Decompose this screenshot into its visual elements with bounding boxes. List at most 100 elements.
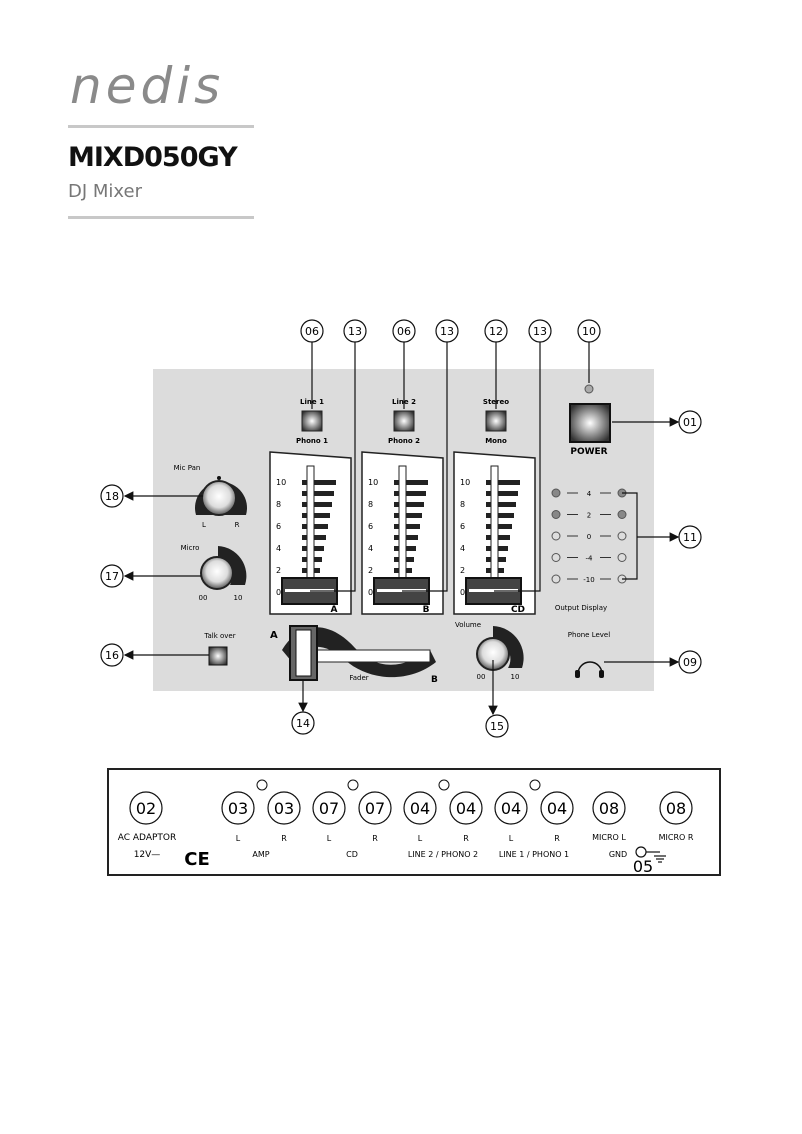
label-line2-phono2: LINE 2 / PHONO 2 [408,850,478,859]
level-bar [302,513,330,518]
led-left [551,510,561,519]
label-micro-l: MICRO L [592,833,626,842]
callout-06: 06 [300,319,324,343]
fader-track [398,465,407,585]
stereo-mono-button[interactable] [485,410,507,432]
led-level-label: 4 [587,490,592,498]
level-bar [394,524,420,529]
top-rule [68,125,254,128]
rear-jack-07: 07 [358,791,392,825]
product-subtitle: DJ Mixer [68,181,142,202]
callout-number: 10 [582,325,596,338]
scale-label: 8 [368,500,373,509]
callout-number: 16 [105,649,119,662]
label-gnd: GND [609,850,627,859]
label-line2-r: R [463,834,469,843]
channel-label: CD [511,605,525,615]
level-bar [302,480,336,485]
scale-label: 0 [368,588,373,597]
channel-1-button[interactable] [301,410,323,432]
scale-label: 8 [276,500,281,509]
callout-13: 13 [435,319,459,343]
led-level-label: -10 [583,576,594,584]
led-right [617,553,627,562]
rear-indicator [256,779,268,791]
scale-label: 10 [460,478,470,487]
level-bar [302,524,328,529]
channel-2-button[interactable] [393,410,415,432]
fader-knob-line [285,589,334,592]
callout-number: 02 [136,799,156,818]
led-right [617,510,627,519]
scale-label: 6 [368,522,373,531]
label-line1-l: L [509,834,514,843]
micro-knob[interactable] [200,556,234,590]
callout-number: 03 [274,799,294,818]
callout-number: 04 [547,799,567,818]
callout-number: 13 [348,325,362,338]
crossfader-track [299,649,431,663]
label-mono: Mono [485,437,507,445]
level-bar [486,524,512,529]
callout-18: 18 [100,484,124,508]
label-phono2: Phono 2 [388,437,420,445]
rear-jack-07: 07 [312,791,346,825]
ground-terminal-icon [635,846,666,863]
label-fader: Fader [349,674,368,682]
scale-label: 0 [460,588,465,597]
label-mic-pan-r: R [235,521,240,529]
callout-number: 08 [666,799,686,818]
callout-01: 01 [678,410,702,434]
callout-16: 16 [100,643,124,667]
callout-number: 13 [533,325,547,338]
callout-15: 15 [485,714,509,738]
mic-pan-knob[interactable] [201,480,237,516]
label-mic-pan: Mic Pan [174,464,201,472]
rear-indicator [347,779,359,791]
callout-13: 13 [343,319,367,343]
callout-13: 13 [528,319,552,343]
rear-jack-08: 08 [592,791,626,825]
callout-10: 10 [577,319,601,343]
callout-number: 05 [633,857,653,876]
level-bar [302,491,334,496]
fader-track [306,465,315,585]
channel-label: A [331,605,338,615]
label-amp: AMP [252,850,269,859]
talk-over-button[interactable] [208,646,228,666]
scale-label: 2 [460,566,465,575]
power-button[interactable] [569,403,611,443]
callout-number: 12 [489,325,503,338]
label-ac-adaptor: AC ADAPTOR [118,833,177,843]
scale-label: 4 [460,544,465,553]
scale-label: 10 [368,478,378,487]
led-level-label: -4 [586,555,594,563]
led-left [551,488,561,498]
label-line1-r: R [554,834,560,843]
label-volume: Volume [455,621,481,629]
output-led-row: -4 [551,553,627,563]
fader-track [490,465,499,585]
callout-number: 06 [305,325,319,338]
label-micro-r: MICRO R [659,833,694,842]
callout-number: 04 [410,799,430,818]
label-line2-l: L [418,834,423,843]
label-cd-r: R [372,834,378,843]
label-talk-over: Talk over [203,632,235,640]
callout-number: 09 [683,656,697,669]
ce-mark: CE [184,849,210,870]
callout-number: 07 [319,799,339,818]
callout-number: 03 [228,799,248,818]
scale-label: 4 [368,544,373,553]
label-cd-l: L [327,834,332,843]
label-micro-min: 00 [199,594,208,602]
label-amp-r: R [281,834,287,843]
power-led [584,384,594,394]
label-volume-min: 00 [477,673,486,681]
headphone-icon [575,661,604,678]
led-level-label: 0 [587,533,591,541]
rear-jack-04: 04 [449,791,483,825]
level-bar [302,502,332,507]
level-bar [486,480,520,485]
